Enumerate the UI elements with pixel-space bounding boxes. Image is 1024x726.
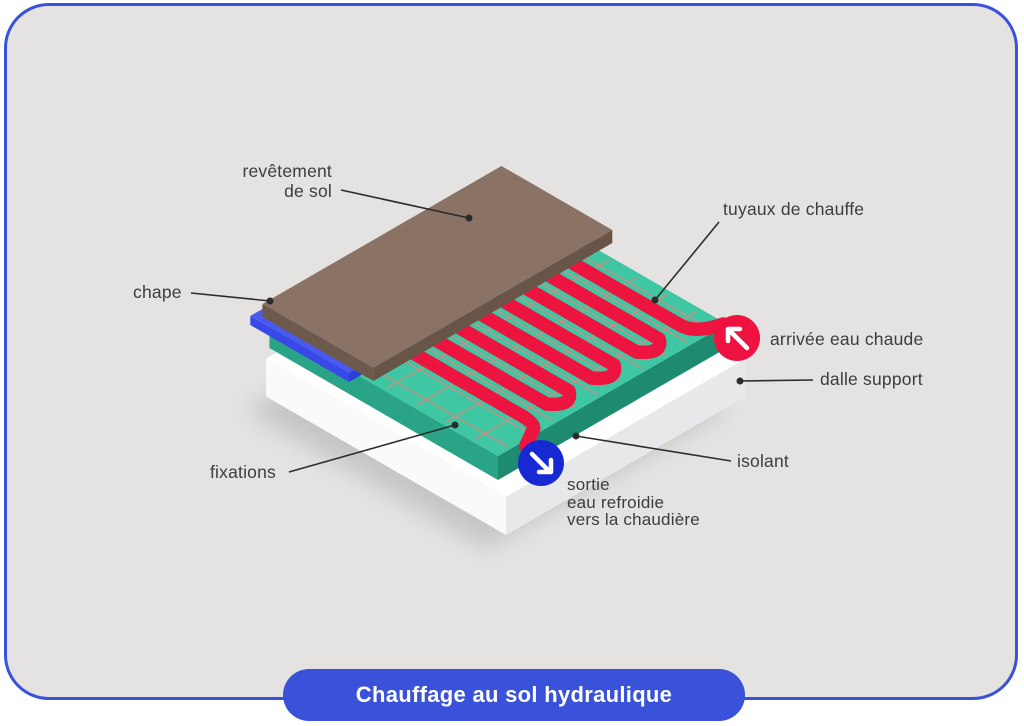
arrow-down-right-icon — [518, 440, 564, 486]
label-tuyaux-de-chauffe: tuyaux de chauffe — [723, 199, 865, 219]
label-revetement-de-sol: revêtement de sol — [242, 161, 332, 201]
arrow-up-left-icon — [714, 315, 760, 361]
label-line: de sol — [284, 181, 332, 201]
title-banner: Chauffage au sol hydraulique — [283, 669, 745, 721]
label-sortie-eau-refroidie: sortie eau refroidie vers la chaudière — [567, 476, 700, 529]
label-arrivee-eau-chaude: arrivée eau chaude — [770, 329, 924, 349]
label-dalle-support: dalle support — [820, 369, 923, 389]
label-line: revêtement — [242, 161, 332, 181]
revetement-layer — [262, 166, 613, 381]
label-fixations: fixations — [210, 462, 276, 482]
label-line: eau refroidie — [567, 492, 665, 512]
label-chape: chape — [133, 282, 182, 302]
label-isolant: isolant — [737, 451, 789, 471]
label-line: sortie — [567, 475, 610, 494]
leader-lines — [190, 189, 814, 473]
label-line: vers la chaudière — [567, 510, 700, 529]
